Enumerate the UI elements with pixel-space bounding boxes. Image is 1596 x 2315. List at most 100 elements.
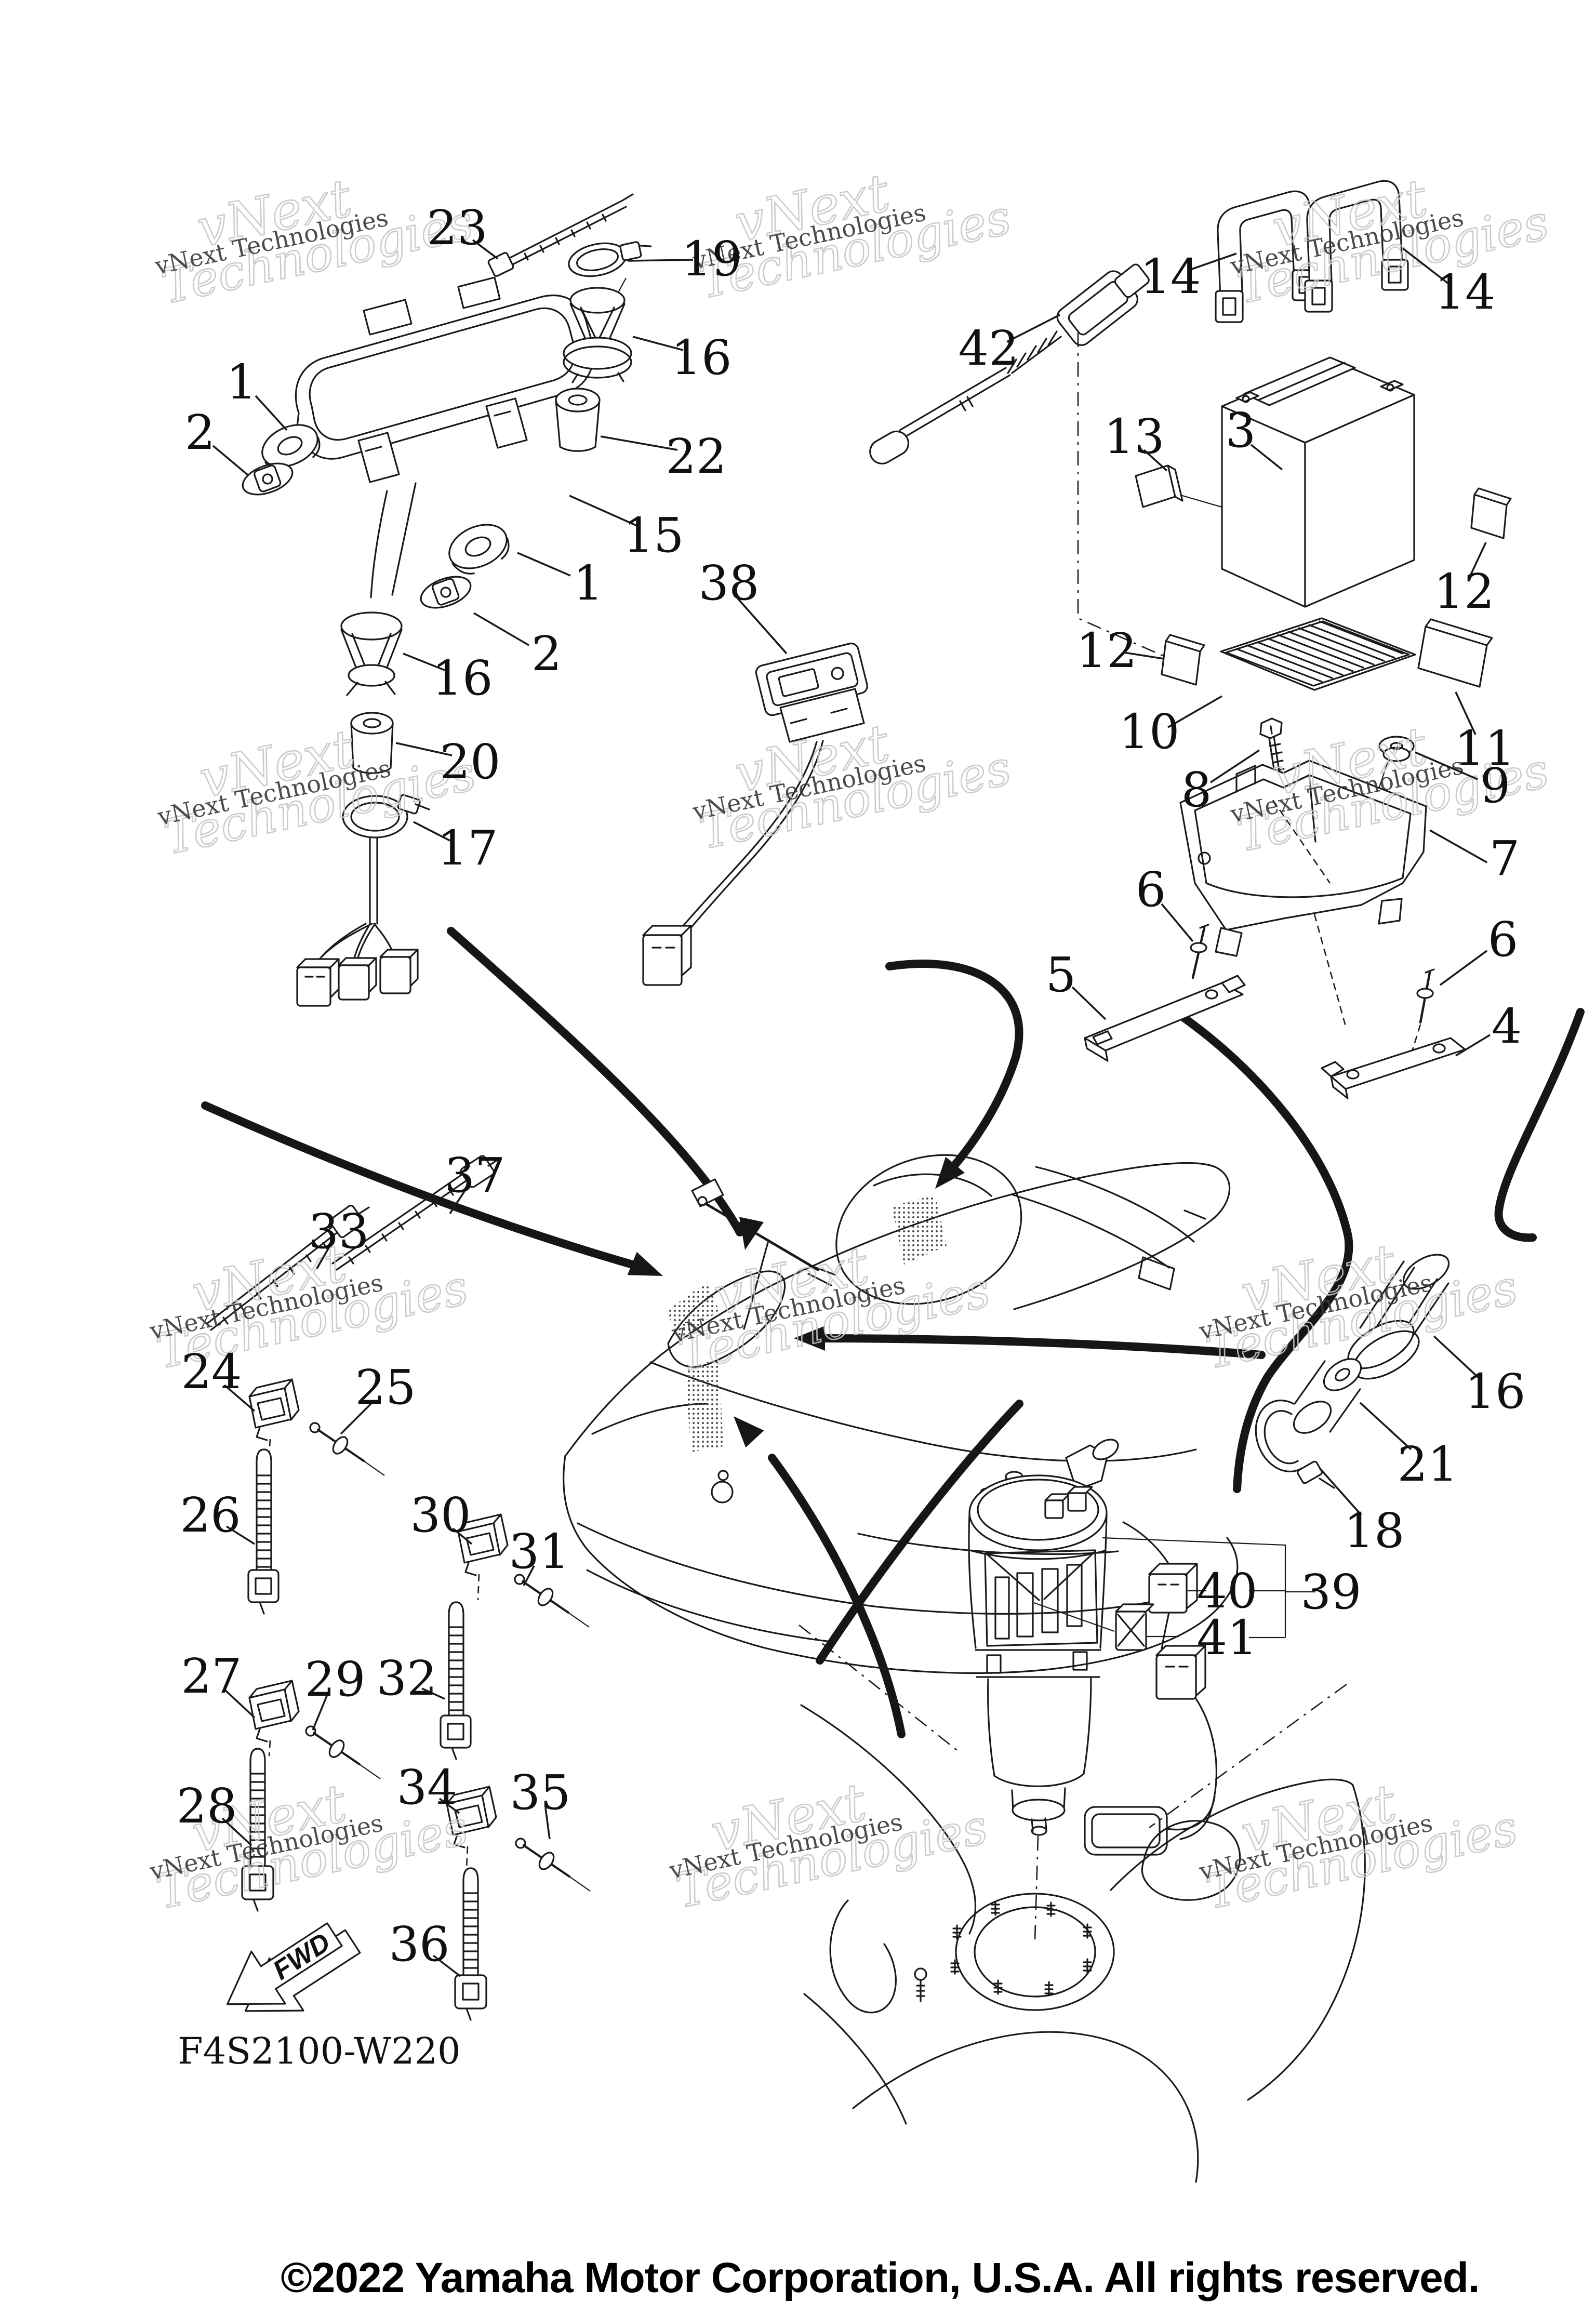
callout-23: 23 <box>427 200 487 256</box>
callout-32: 32 <box>376 1651 437 1706</box>
callout-14: 14 <box>1434 264 1495 320</box>
callout-6: 6 <box>1488 912 1519 967</box>
funnel-16-right <box>1347 1254 1450 1380</box>
callout-leader-2 <box>212 445 249 476</box>
callout-leader-35 <box>544 1807 551 1840</box>
callout-leader-16 <box>1433 1335 1480 1379</box>
callout-40: 40 <box>1196 1563 1257 1619</box>
callout-24: 24 <box>181 1344 242 1400</box>
callout-leader-33 <box>316 1244 331 1269</box>
collar-22 <box>555 388 601 452</box>
battery-3 <box>1221 356 1415 608</box>
callout-leader-1 <box>517 552 571 577</box>
shaded-area-windshield <box>666 1282 719 1340</box>
callout-22: 22 <box>666 429 726 484</box>
callout-leader-12 <box>1469 542 1487 576</box>
callout-12: 12 <box>1433 564 1494 619</box>
callout-leader-31 <box>523 1565 535 1586</box>
funnel-16-top <box>563 287 632 383</box>
callout-12: 12 <box>1076 623 1137 678</box>
callout-39: 39 <box>1300 1564 1361 1620</box>
grommet-1-right <box>448 524 510 575</box>
callout-leader-37 <box>449 1189 467 1214</box>
rivet-29 <box>305 1725 381 1779</box>
cushion-pads <box>1135 464 1512 688</box>
band-26 <box>247 1448 280 1615</box>
callout-42: 42 <box>958 321 1019 376</box>
callout-leader-3 <box>1250 444 1283 471</box>
band-32 <box>440 1601 472 1760</box>
callout-leader-18 <box>1319 1467 1362 1516</box>
callout-16: 16 <box>671 330 732 385</box>
callout-36: 36 <box>389 1917 449 1972</box>
watercraft-sketch <box>563 1154 1239 1674</box>
wing-nut-2-left <box>242 462 294 496</box>
callout-leader-21 <box>1359 1402 1412 1451</box>
callout-35: 35 <box>510 1765 570 1820</box>
callout-leader-6 <box>1439 950 1488 986</box>
sensor-cable-42 <box>869 263 1163 657</box>
callout-4: 4 <box>1492 999 1522 1054</box>
cable-tie-37 <box>331 1155 501 1271</box>
fuel-pump-assembly <box>968 1439 1119 1941</box>
callout-8: 8 <box>1181 762 1212 818</box>
callout-3: 3 <box>1226 403 1256 458</box>
callout-16: 16 <box>1465 1364 1525 1419</box>
callout-leader-34 <box>438 1798 460 1814</box>
callout-leader-36 <box>432 1954 461 1977</box>
callout-1: 1 <box>573 555 604 611</box>
callout-33: 33 <box>308 1204 369 1259</box>
clamp-19 <box>568 241 652 277</box>
callout-leader-5 <box>1071 986 1107 1020</box>
callout-20: 20 <box>440 734 500 790</box>
copyright-line: ©2022 Yamaha Motor Corporation, U.S.A. A… <box>281 2254 1479 2301</box>
callout-5: 5 <box>1046 947 1076 1003</box>
clamp-18 <box>1255 1400 1335 1489</box>
funnel-16-mid <box>340 611 403 696</box>
clamp-17 <box>342 794 430 839</box>
callout-2: 2 <box>531 626 562 682</box>
callout-leader-29 <box>312 1694 328 1731</box>
callout-13: 13 <box>1103 409 1164 464</box>
callout-leader-11 <box>1455 691 1477 735</box>
callout-leader-28 <box>221 1817 252 1846</box>
callout-17: 17 <box>437 820 498 876</box>
shaded-area-seat <box>892 1195 947 1265</box>
callout-leader-24 <box>223 1384 256 1412</box>
meter-assembly-sketch <box>295 276 595 598</box>
callout-leader-9 <box>1415 751 1478 780</box>
callout-31: 31 <box>509 1524 569 1579</box>
battery-mat-10 <box>1220 617 1416 691</box>
pump-lead-wires <box>1033 1521 1315 1856</box>
clip-30 <box>457 1513 509 1601</box>
callout-leader-6 <box>1161 903 1194 942</box>
callout-6: 6 <box>1136 862 1166 917</box>
callout-leader-22 <box>600 435 678 451</box>
callout-leader-16 <box>632 336 684 351</box>
cable-tie-23 <box>487 193 634 277</box>
callout-leader-23 <box>472 239 499 260</box>
clip-34 <box>446 1786 497 1869</box>
battery-straps-14 <box>1215 180 1409 323</box>
clip-24 <box>248 1378 300 1455</box>
clip-41-top <box>1115 1603 1154 1613</box>
callout-7: 7 <box>1489 831 1520 886</box>
grommet-1-left <box>261 424 321 473</box>
callout-leader-27 <box>223 1688 256 1719</box>
battery-box-7 <box>1179 760 1427 957</box>
callout-1: 1 <box>227 354 257 410</box>
callout-leader-1 <box>255 395 288 431</box>
bracket-4 <box>1321 1037 1466 1099</box>
callout-28: 28 <box>176 1778 237 1834</box>
connector-40 <box>1148 1573 1188 1614</box>
callout-26: 26 <box>180 1487 241 1543</box>
callout-11: 11 <box>1454 721 1515 776</box>
fuel-tank-sketch <box>799 1624 1366 2183</box>
damper-pin-6-left <box>1190 924 1209 979</box>
callout-leader-38 <box>737 597 788 655</box>
callout-15: 15 <box>623 508 684 563</box>
callout-16: 16 <box>432 650 493 706</box>
callout-leader-12 <box>1124 651 1164 660</box>
